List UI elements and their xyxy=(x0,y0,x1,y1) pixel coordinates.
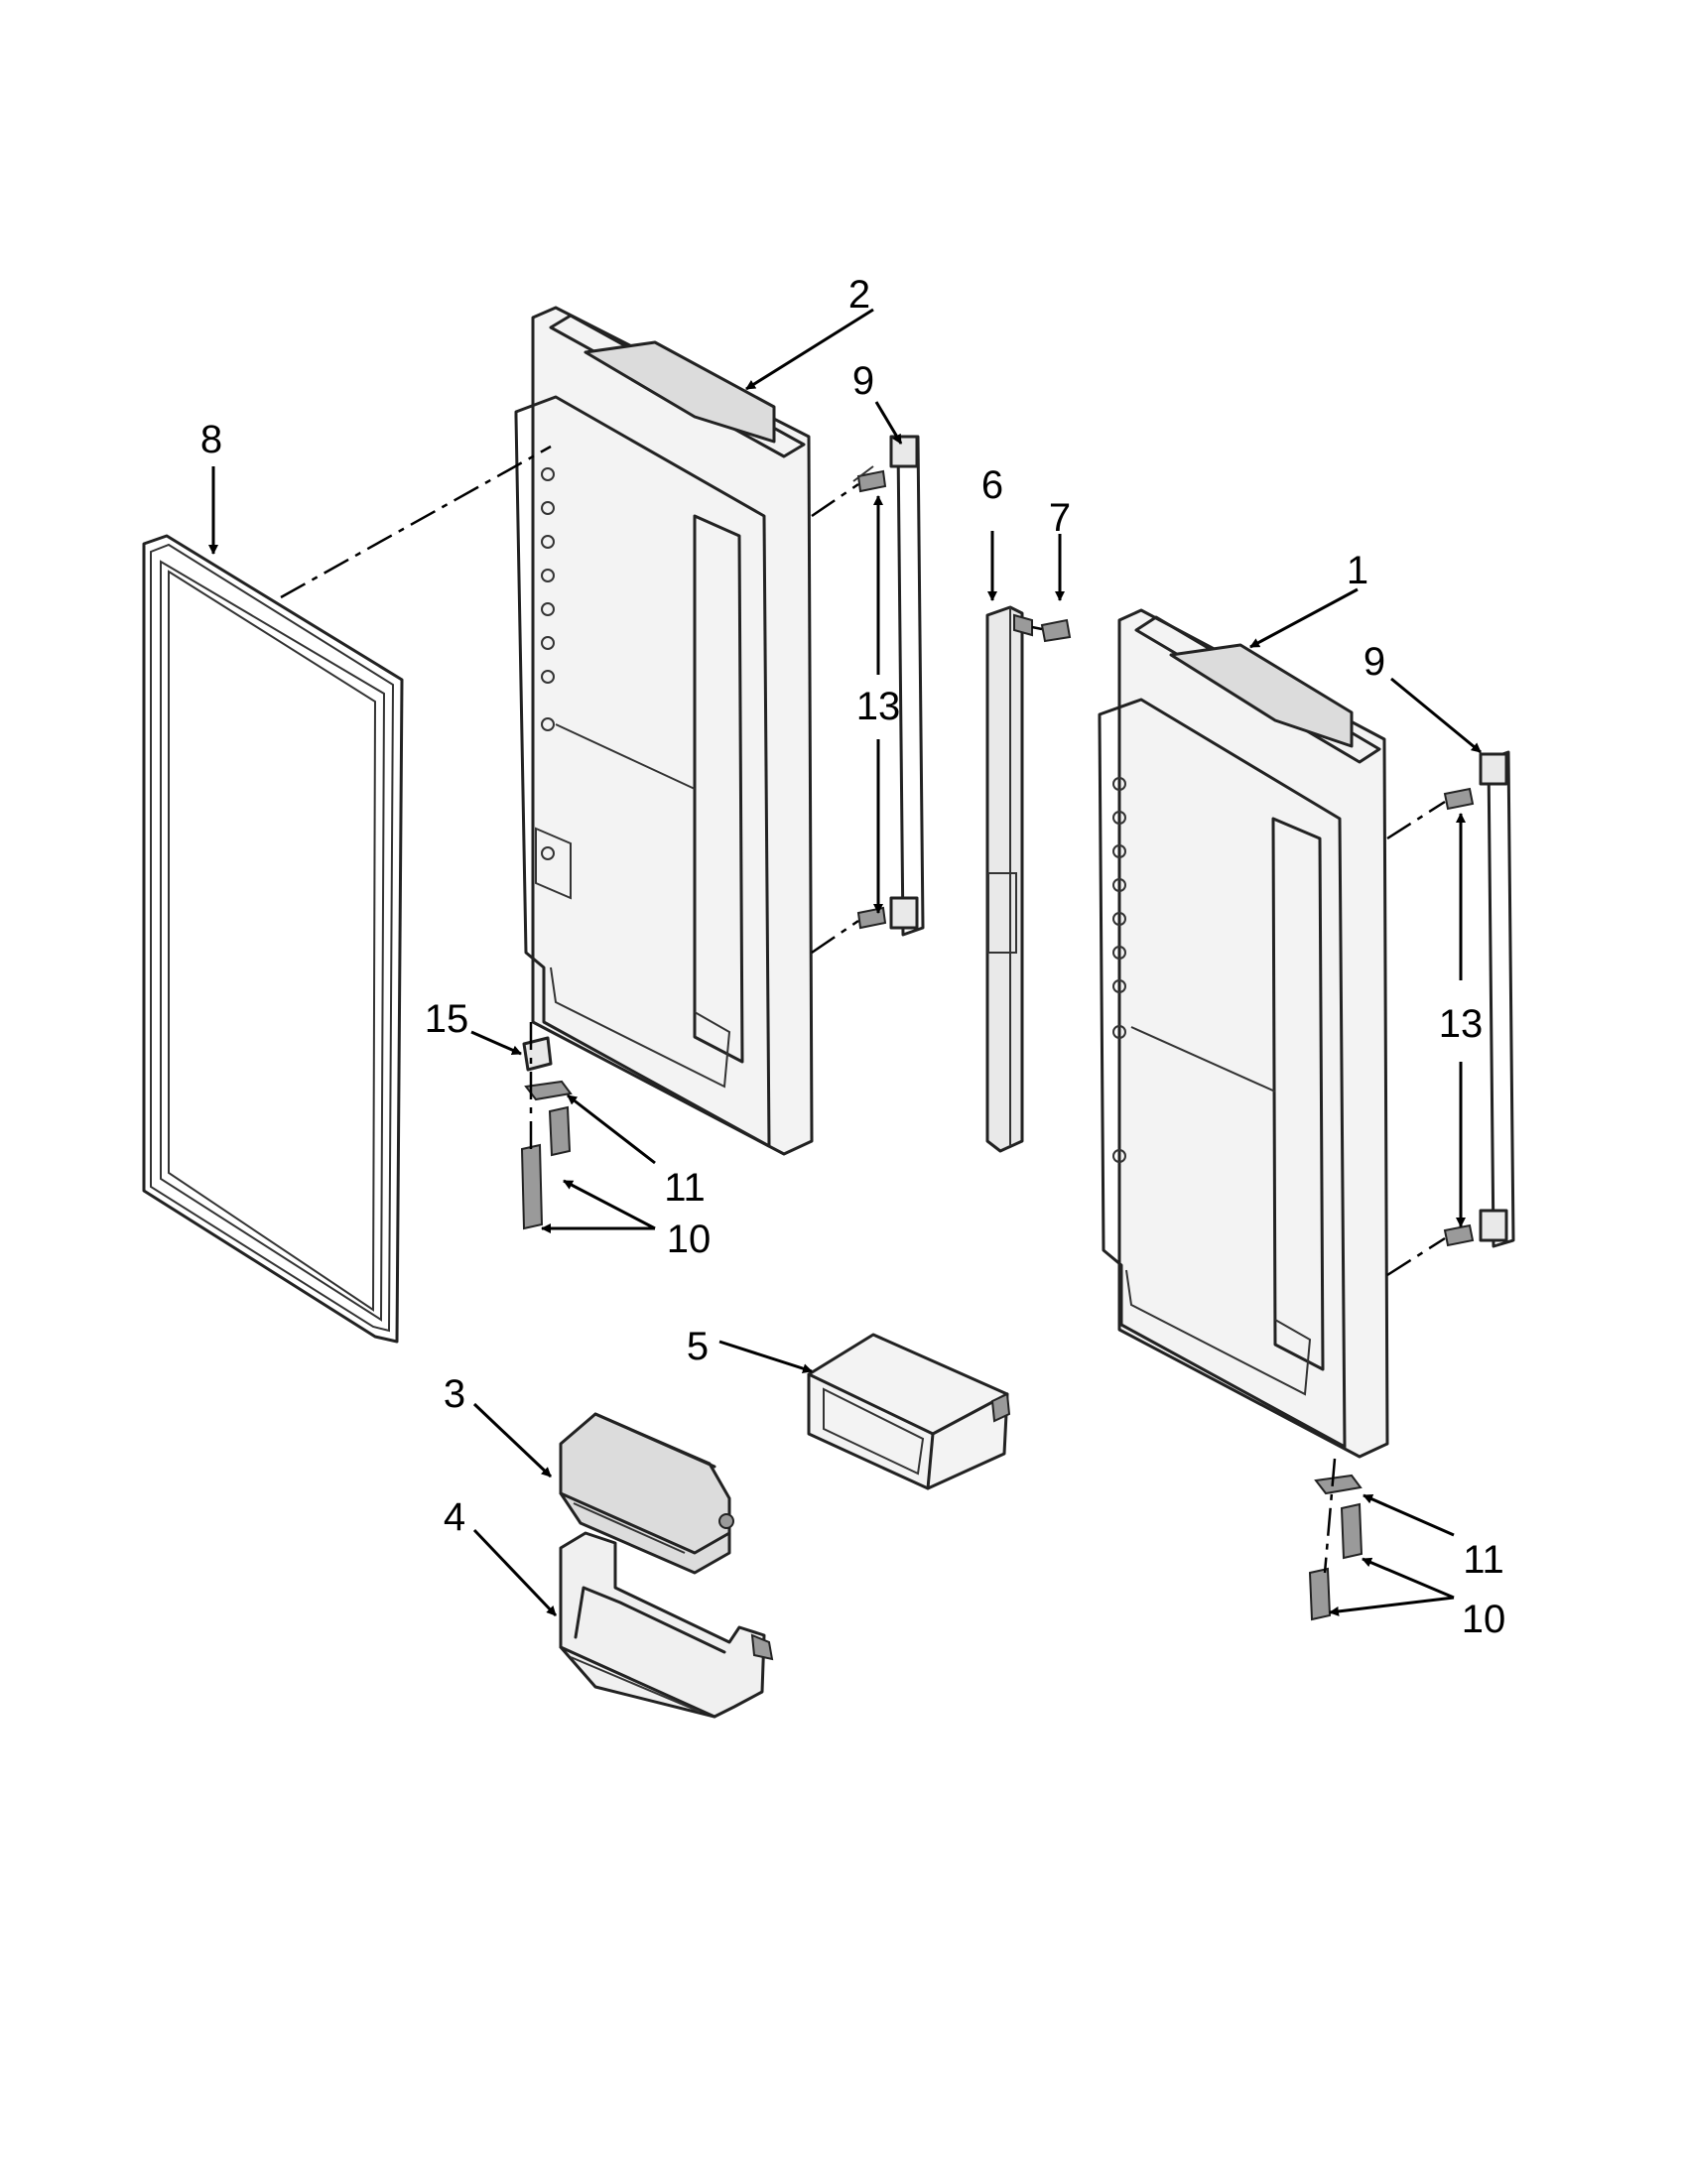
callout-7: 7 xyxy=(1049,496,1071,540)
callout-4: 4 xyxy=(444,1495,465,1539)
callout-9: 9 xyxy=(852,359,874,403)
shelf-bumps-right xyxy=(1112,777,1126,1163)
right-hinge-screw-lower xyxy=(1308,1567,1332,1621)
callout-10: 10 xyxy=(667,1218,712,1261)
right-door-liner xyxy=(1098,608,1389,1459)
mullion-screw xyxy=(1040,618,1072,643)
callout-13: 13 xyxy=(856,685,901,728)
left-upper-screw xyxy=(852,465,887,493)
left-door-liner xyxy=(514,306,814,1156)
callout-11: 11 xyxy=(664,1166,706,1210)
left-door-handle-strip xyxy=(889,435,925,937)
center-flipper-mullion xyxy=(985,605,1033,1153)
callout-11: 11 xyxy=(1463,1538,1504,1582)
door-gasket xyxy=(142,534,404,1344)
left-lower-screw xyxy=(856,906,887,930)
assembly-lines xyxy=(280,445,1446,1574)
left-hinge-washer xyxy=(524,1080,573,1101)
callout-labels: 2 9 8 6 7 1 9 13 13 15 11 10 5 3 4 11 10 xyxy=(200,273,1505,1641)
callout-3: 3 xyxy=(444,1372,465,1416)
callout-10: 10 xyxy=(1462,1598,1506,1641)
callout-9: 9 xyxy=(1363,640,1385,684)
callout-1: 1 xyxy=(1347,549,1368,592)
left-hinge-screw-upper xyxy=(548,1105,572,1157)
dairy-bin xyxy=(559,1531,774,1719)
callout-2: 2 xyxy=(848,273,870,317)
dairy-door-cover xyxy=(559,1412,734,1575)
shelf-bumps-left xyxy=(541,467,555,860)
left-hinge-screw-lower xyxy=(520,1143,544,1230)
callout-5: 5 xyxy=(687,1325,709,1368)
callout-13: 13 xyxy=(1439,1002,1484,1046)
callout-8: 8 xyxy=(200,418,222,461)
right-door-handle-strip xyxy=(1479,750,1515,1248)
right-lower-screw xyxy=(1443,1223,1475,1247)
right-hinge-washer xyxy=(1314,1474,1363,1495)
callout-6: 6 xyxy=(981,463,1003,507)
door-bin xyxy=(807,1333,1011,1490)
leader-arrows xyxy=(208,308,1482,1617)
callout-15: 15 xyxy=(425,997,469,1041)
right-upper-screw xyxy=(1443,787,1475,811)
left-hinge-pin-bushing xyxy=(522,1036,553,1072)
right-hinge-screw-upper xyxy=(1340,1502,1363,1560)
